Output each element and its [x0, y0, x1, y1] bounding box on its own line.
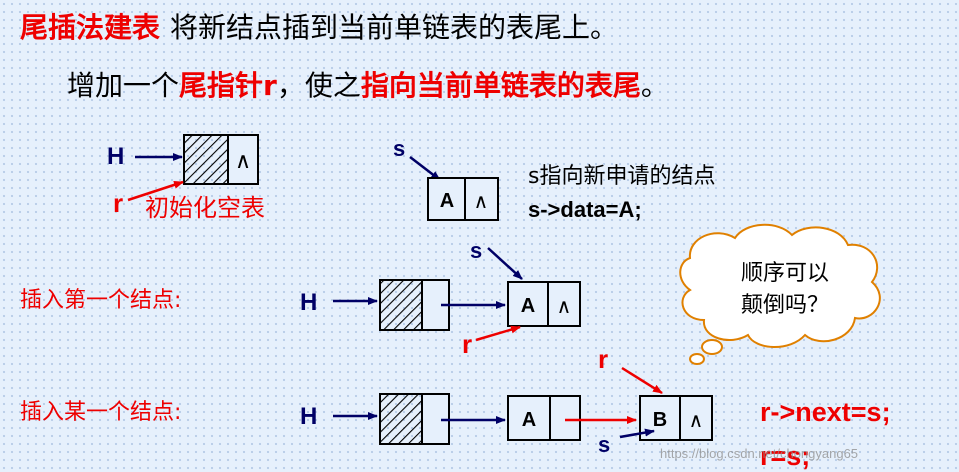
- subheading-text: 增加一个: [67, 69, 180, 102]
- new-node-desc: s指向新申请的结点: [528, 164, 716, 189]
- s-pointer-arrow: [409, 156, 441, 181]
- s-label: s: [598, 432, 611, 457]
- heading-description: 将新结点插到当前单链表的表尾上。: [170, 11, 619, 44]
- heading: 尾插法建表将新结点插到当前单链表的表尾上。: [20, 14, 618, 42]
- node-data-a: A: [440, 190, 454, 212]
- initial-caption: 初始化空表: [145, 194, 265, 222]
- some-insert-caption: 插入某一个结点:: [20, 400, 182, 425]
- null-symbol: ∧: [557, 294, 572, 318]
- s-label: s: [470, 238, 483, 263]
- first-head-node: [379, 279, 450, 331]
- s-label: s: [393, 136, 406, 161]
- s-pointer-arrow: [619, 428, 655, 439]
- code-line-1: r->next=s;: [760, 397, 891, 427]
- watermark: https://blog.csdn.net/chongyang65: [660, 446, 859, 461]
- null-symbol: ∧: [235, 149, 251, 174]
- bubble-line2: 颠倒吗？: [741, 293, 830, 318]
- node-data-b: B: [653, 409, 667, 431]
- head-label: H: [300, 289, 318, 316]
- r-label: r: [462, 329, 473, 359]
- initial-head-node: ∧: [183, 134, 259, 185]
- new-node: A ∧: [427, 177, 499, 221]
- subheading: 增加一个尾指针r，使之指向当前单链表的表尾。: [67, 72, 669, 100]
- heading-method: 尾插法建表: [20, 11, 161, 44]
- r-label: r: [113, 188, 124, 218]
- subheading-text: ，使之: [276, 69, 361, 102]
- new-node-code: s->data=A;: [528, 197, 642, 222]
- r-pointer-arrow: [475, 325, 521, 342]
- subheading-tail-pointer: 尾指针r: [179, 69, 277, 102]
- node-a: A: [507, 395, 581, 441]
- bubble-line1: 顺序可以: [741, 261, 830, 286]
- r-pointer-arrow: [621, 366, 663, 395]
- r-pointer-arrow: [127, 180, 184, 202]
- thought-bubble: [679, 223, 881, 365]
- null-symbol: ∧: [689, 408, 704, 432]
- first-insert-caption: 插入第一个结点:: [20, 288, 182, 313]
- subheading-emphasis: 指向当前单链表的表尾: [360, 69, 641, 102]
- head-label: H: [107, 143, 125, 170]
- node-data-a: A: [521, 295, 535, 317]
- s-pointer-arrow: [487, 247, 523, 280]
- node-b: B ∧: [639, 395, 713, 441]
- some-head-node: [379, 393, 450, 445]
- node-data-a: A: [522, 409, 536, 431]
- r-label: r: [598, 344, 609, 374]
- subheading-period: 。: [640, 69, 669, 102]
- head-label: H: [300, 403, 318, 430]
- first-node-a: A ∧: [507, 281, 581, 327]
- code-line-2: r=s;: [760, 441, 811, 471]
- null-symbol: ∧: [474, 189, 489, 213]
